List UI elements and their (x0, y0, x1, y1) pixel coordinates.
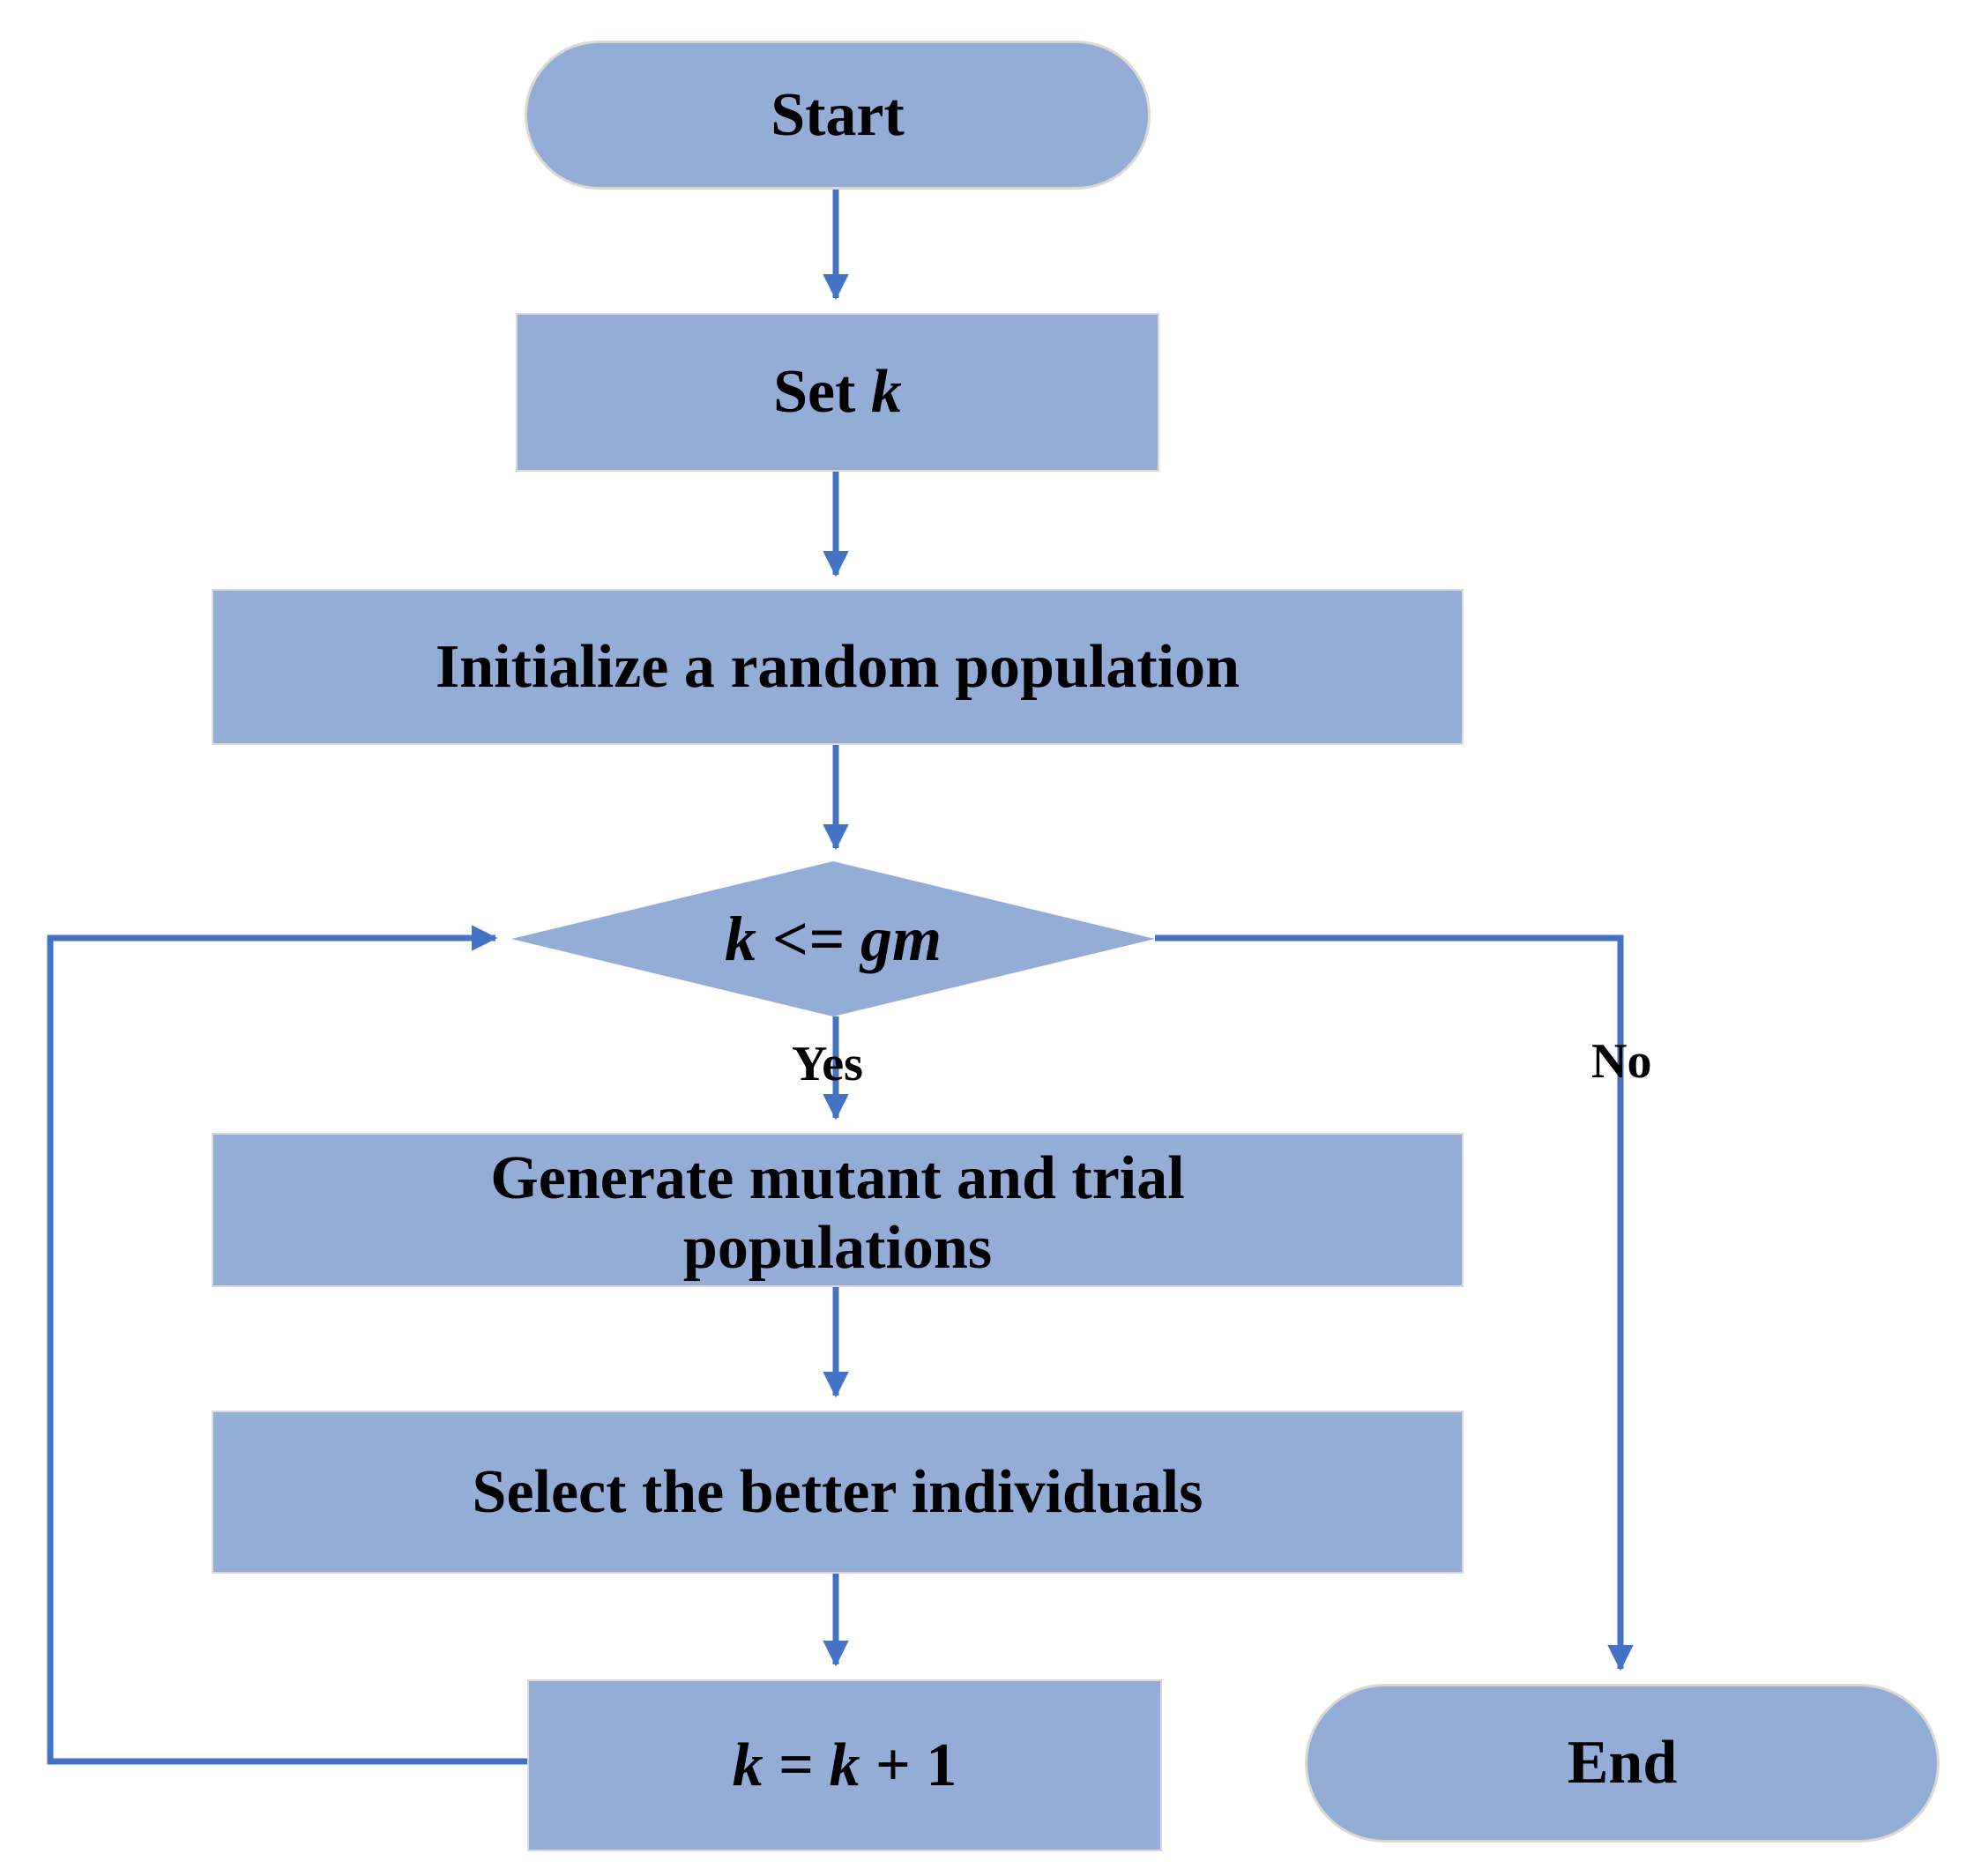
node-increment-k[interactable]: k = k + 1 (527, 1679, 1162, 1851)
edge-label-no: No (1591, 1034, 1652, 1089)
node-start-label: Start (771, 80, 905, 149)
edge-label-yes: Yes (792, 1037, 863, 1091)
node-select-better-individuals-label: Select the better individuals (472, 1457, 1203, 1526)
incr-k-lhs: k (732, 1731, 764, 1799)
node-decision-k-lte-gm[interactable]: k <= gm (511, 861, 1155, 1016)
set-k-variable: k (870, 358, 902, 427)
node-set-k-label: Set k (518, 359, 1158, 426)
node-initialize-population-label: Initialize a random population (435, 632, 1240, 701)
node-generate-mutant-trial-label: Generate mutant and trial populations (490, 1144, 1185, 1282)
incr-plus-one: + 1 (860, 1731, 957, 1799)
edge-increment-to-decision-loop (47, 925, 527, 1765)
node-increment-k-label: k = k + 1 (529, 1731, 1160, 1799)
incr-k-rhs: k (829, 1731, 860, 1799)
node-start[interactable]: Start (525, 41, 1151, 190)
node-initialize-population[interactable]: Initialize a random population (212, 589, 1464, 745)
node-select-better-individuals[interactable]: Select the better individuals (212, 1411, 1464, 1574)
node-generate-mutant-trial[interactable]: Generate mutant and trial populations (212, 1133, 1464, 1287)
incr-equals: = (763, 1731, 830, 1799)
node-set-k[interactable]: Set k (516, 313, 1159, 472)
node-end-label: End (1567, 1729, 1678, 1798)
node-decision-label: k <= gm (724, 903, 942, 974)
set-k-word: Set (773, 358, 871, 427)
node-end[interactable]: End (1305, 1684, 1940, 1842)
